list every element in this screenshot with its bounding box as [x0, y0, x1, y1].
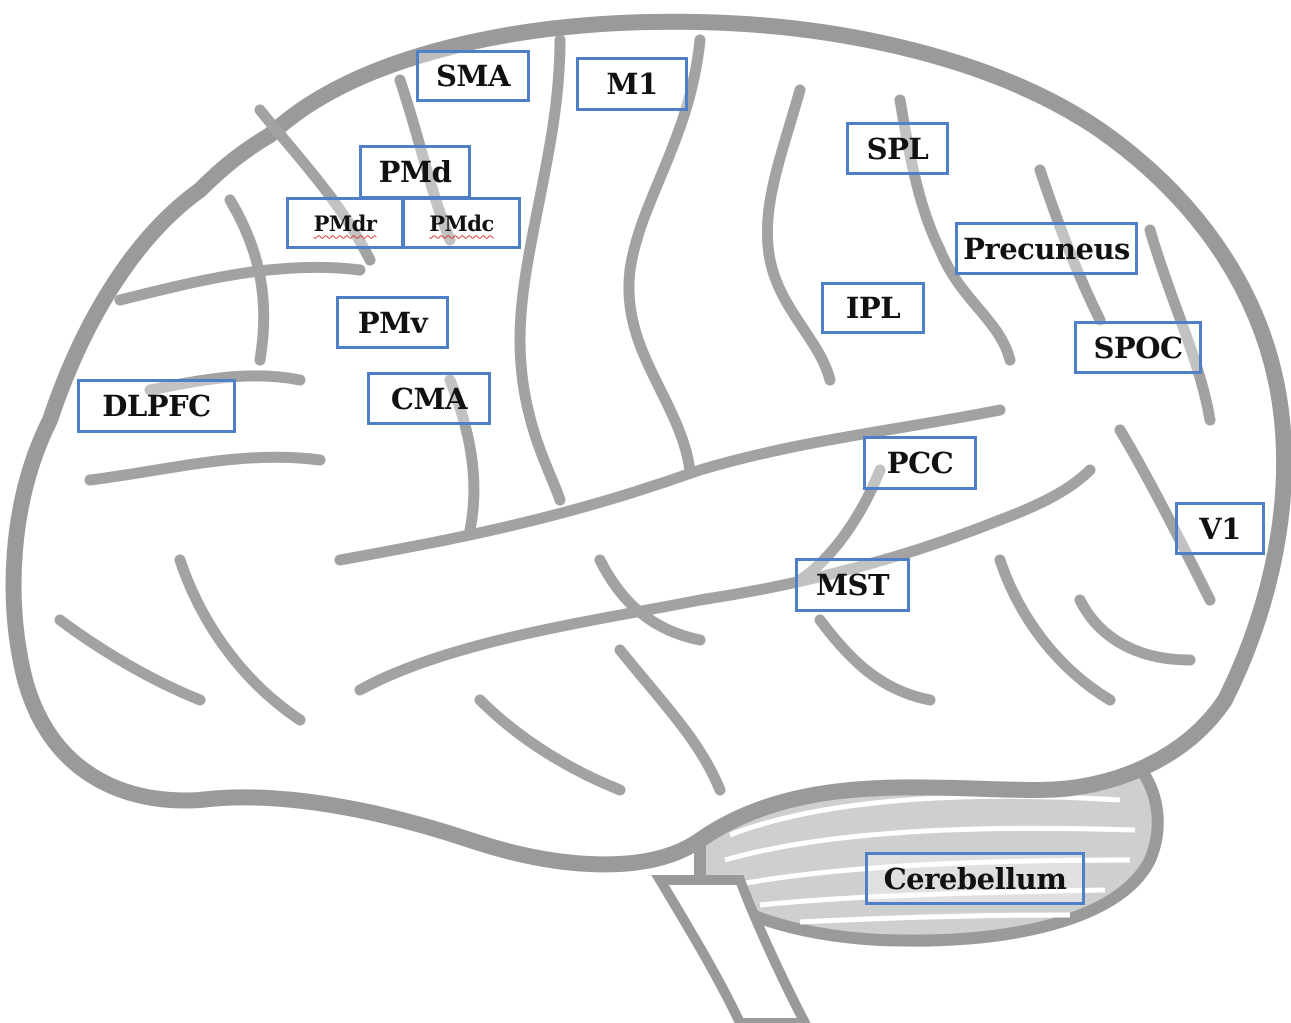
region-pmd-label: PMd [378, 155, 452, 189]
region-cerebellum: Cerebellum [865, 852, 1085, 905]
region-pmv-label: PMv [357, 305, 428, 340]
region-pmdr-label: PMdr [313, 210, 377, 236]
brainstem-shape [651, 875, 811, 1023]
region-sma-label: SMA [435, 59, 511, 93]
region-m1: M1 [576, 57, 688, 111]
region-v1: V1 [1175, 502, 1265, 555]
region-spoc-label: SPOC [1093, 330, 1183, 365]
region-pcc: PCC [863, 436, 977, 490]
region-m1-label: M1 [606, 67, 658, 101]
region-spl-label: SPL [866, 131, 929, 166]
region-cma: CMA [367, 372, 491, 425]
region-spl: SPL [846, 122, 949, 175]
region-ipl-label: IPL [845, 291, 901, 325]
region-cerebellum-label: Cerebellum [883, 861, 1067, 896]
region-pmdc-label: PMdc [429, 210, 494, 236]
region-pmdc: PMdc [402, 197, 521, 249]
region-dlpfc-label: DLPFC [102, 389, 211, 423]
region-sma: SMA [416, 50, 530, 102]
region-mst-label: MST [815, 568, 890, 602]
cerebellum-folia [724, 793, 1136, 925]
region-precuneus: Precuneus [955, 222, 1138, 275]
region-pmv: PMv [336, 296, 449, 349]
gyri-lines [54, 34, 1216, 796]
cerebrum-outline [5, 13, 1291, 873]
region-mst: MST [795, 558, 910, 612]
region-precuneus-label: Precuneus [963, 231, 1130, 266]
region-ipl: IPL [821, 282, 925, 334]
region-spoc: SPOC [1074, 321, 1202, 374]
region-pmdr: PMdr [286, 197, 404, 249]
region-dlpfc: DLPFC [77, 379, 236, 433]
region-pcc-label: PCC [886, 446, 954, 480]
region-v1-label: V1 [1199, 511, 1241, 546]
region-pmd: PMd [359, 145, 471, 199]
region-cma-label: CMA [390, 381, 468, 416]
